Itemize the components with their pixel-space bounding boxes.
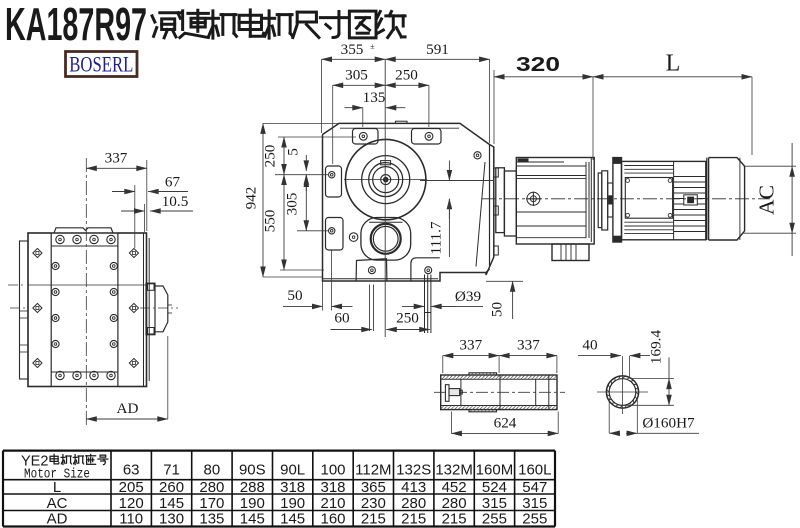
svg-text:110: 110 xyxy=(119,510,143,527)
svg-text:624: 624 xyxy=(494,415,517,432)
svg-text:318: 318 xyxy=(320,479,345,496)
svg-text:132M: 132M xyxy=(435,462,473,479)
svg-text:132S: 132S xyxy=(396,462,431,479)
svg-text:71: 71 xyxy=(163,462,180,479)
svg-text:111.7: 111.7 xyxy=(428,221,445,254)
svg-text:AD: AD xyxy=(47,510,68,527)
svg-text:337: 337 xyxy=(105,150,128,167)
svg-text:288: 288 xyxy=(240,479,265,496)
svg-text:318: 318 xyxy=(280,479,305,496)
svg-text:250: 250 xyxy=(395,67,418,84)
svg-text:320: 320 xyxy=(516,54,560,76)
svg-text:547: 547 xyxy=(522,479,547,496)
svg-text:130: 130 xyxy=(159,510,184,527)
svg-text:145: 145 xyxy=(280,510,305,527)
svg-text:63: 63 xyxy=(123,462,140,479)
svg-text:280: 280 xyxy=(199,479,224,496)
svg-text:60: 60 xyxy=(334,310,350,327)
svg-text:215: 215 xyxy=(442,510,467,527)
svg-text:160M: 160M xyxy=(476,462,514,479)
svg-text:160L: 160L xyxy=(518,462,551,479)
svg-text:315: 315 xyxy=(482,495,507,512)
svg-text:215: 215 xyxy=(361,510,386,527)
svg-text:337: 337 xyxy=(517,336,540,353)
svg-text:230: 230 xyxy=(361,495,386,512)
svg-text:170: 170 xyxy=(199,495,224,512)
svg-text:524: 524 xyxy=(482,479,507,496)
svg-text:135: 135 xyxy=(199,510,224,527)
svg-text:10.5: 10.5 xyxy=(162,193,189,210)
svg-text:305: 305 xyxy=(284,193,301,216)
svg-text:±: ± xyxy=(370,42,375,51)
svg-text:90L: 90L xyxy=(280,462,305,479)
svg-text:BOSERL: BOSERL xyxy=(69,52,133,77)
svg-text:160: 160 xyxy=(320,510,345,527)
svg-text:169.4: 169.4 xyxy=(648,330,665,365)
svg-text:Motor Size: Motor Size xyxy=(24,468,90,483)
svg-text:YE2: YE2 xyxy=(21,454,48,470)
svg-text:355: 355 xyxy=(341,41,364,58)
svg-text:120: 120 xyxy=(119,495,144,512)
svg-text:135: 135 xyxy=(363,89,386,106)
svg-text:40: 40 xyxy=(582,336,598,353)
svg-text:AC: AC xyxy=(47,495,68,512)
svg-text:260: 260 xyxy=(159,479,184,496)
svg-text:50: 50 xyxy=(489,302,506,318)
svg-text:942: 942 xyxy=(243,187,260,210)
svg-text:KA187R97: KA187R97 xyxy=(5,0,147,50)
svg-text:413: 413 xyxy=(401,479,426,496)
svg-text:190: 190 xyxy=(280,495,305,512)
svg-text:337: 337 xyxy=(459,336,482,353)
svg-text:L: L xyxy=(666,51,681,77)
svg-text:145: 145 xyxy=(240,510,265,527)
svg-text:100: 100 xyxy=(320,462,345,479)
svg-text:145: 145 xyxy=(159,495,184,512)
svg-text:250: 250 xyxy=(396,310,419,327)
svg-text:112M: 112M xyxy=(355,462,391,479)
svg-text:AD: AD xyxy=(117,400,139,417)
svg-text:452: 452 xyxy=(442,479,467,496)
svg-text:Ø160H7: Ø160H7 xyxy=(642,414,695,431)
svg-text:L: L xyxy=(53,479,61,496)
svg-text:255: 255 xyxy=(522,510,547,527)
svg-text:215: 215 xyxy=(401,510,426,527)
svg-text:AC: AC xyxy=(755,185,779,215)
svg-text:255: 255 xyxy=(482,510,507,527)
svg-text:550: 550 xyxy=(262,209,279,232)
svg-text:205: 205 xyxy=(119,479,144,496)
svg-text:280: 280 xyxy=(442,495,467,512)
svg-text:280: 280 xyxy=(401,495,426,512)
svg-text:365: 365 xyxy=(361,479,386,496)
svg-text:250: 250 xyxy=(262,144,279,167)
svg-text:591: 591 xyxy=(426,41,449,58)
svg-text:80: 80 xyxy=(204,462,221,479)
svg-text:50: 50 xyxy=(287,287,303,304)
svg-text:90S: 90S xyxy=(239,462,266,479)
svg-text:Ø39: Ø39 xyxy=(455,288,481,305)
svg-text:67: 67 xyxy=(165,174,181,191)
svg-text:315: 315 xyxy=(522,495,547,512)
svg-text:5: 5 xyxy=(285,148,302,156)
svg-text:190: 190 xyxy=(240,495,265,512)
svg-text:305: 305 xyxy=(345,67,368,84)
svg-text:210: 210 xyxy=(320,495,345,512)
